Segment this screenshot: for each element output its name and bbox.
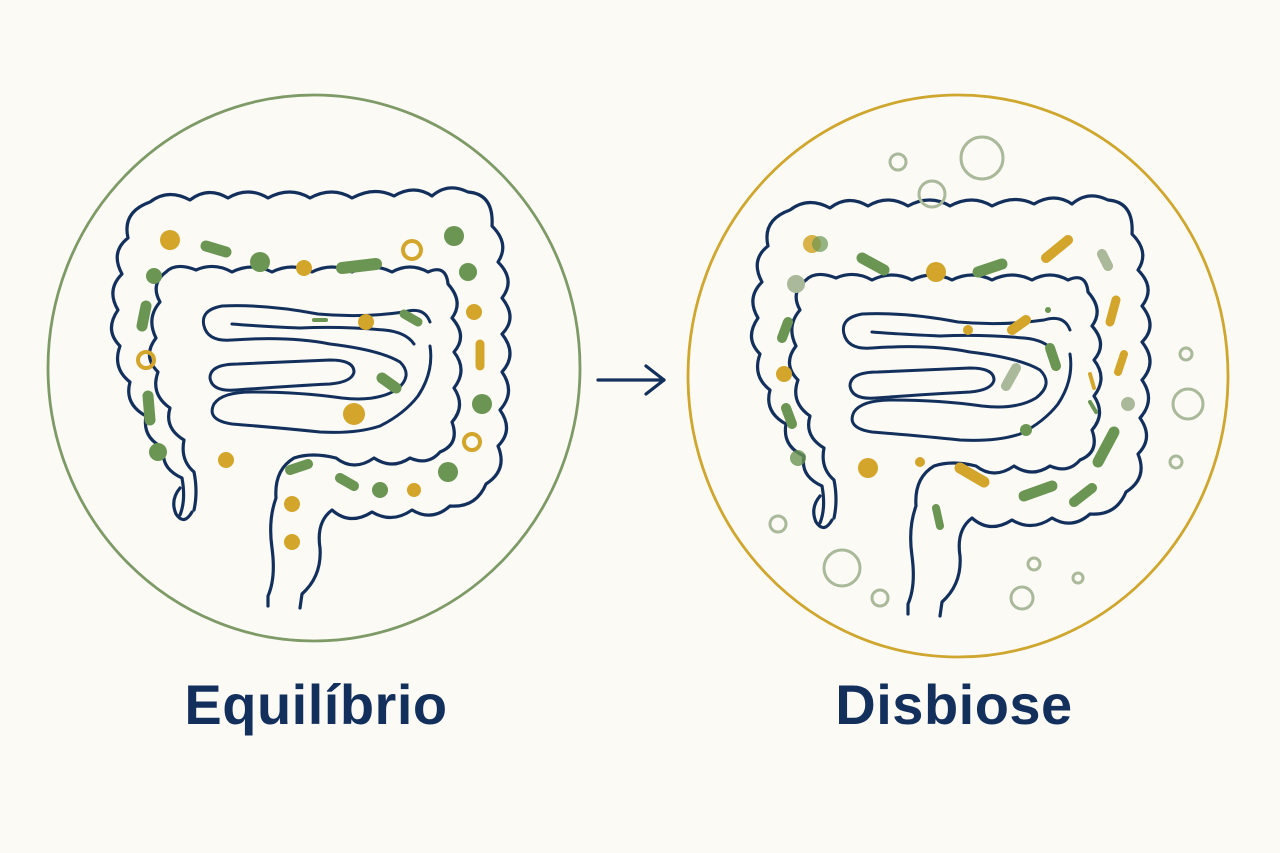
dysbiosis-bubbles — [768, 135, 1205, 611]
right-arrow-icon — [596, 364, 666, 396]
intestine-outline-left — [109, 186, 512, 610]
dysbiosis-bacteria — [776, 235, 1135, 530]
balance-panel — [46, 93, 582, 643]
balance-ring — [46, 93, 582, 643]
dysbiosis-ring — [686, 93, 1230, 659]
balance-label: Equilíbrio — [184, 673, 448, 736]
dysbiosis-label: Disbiose — [835, 673, 1073, 736]
balanced-bacteria — [136, 226, 492, 550]
dysbiosis-panel — [686, 93, 1230, 659]
